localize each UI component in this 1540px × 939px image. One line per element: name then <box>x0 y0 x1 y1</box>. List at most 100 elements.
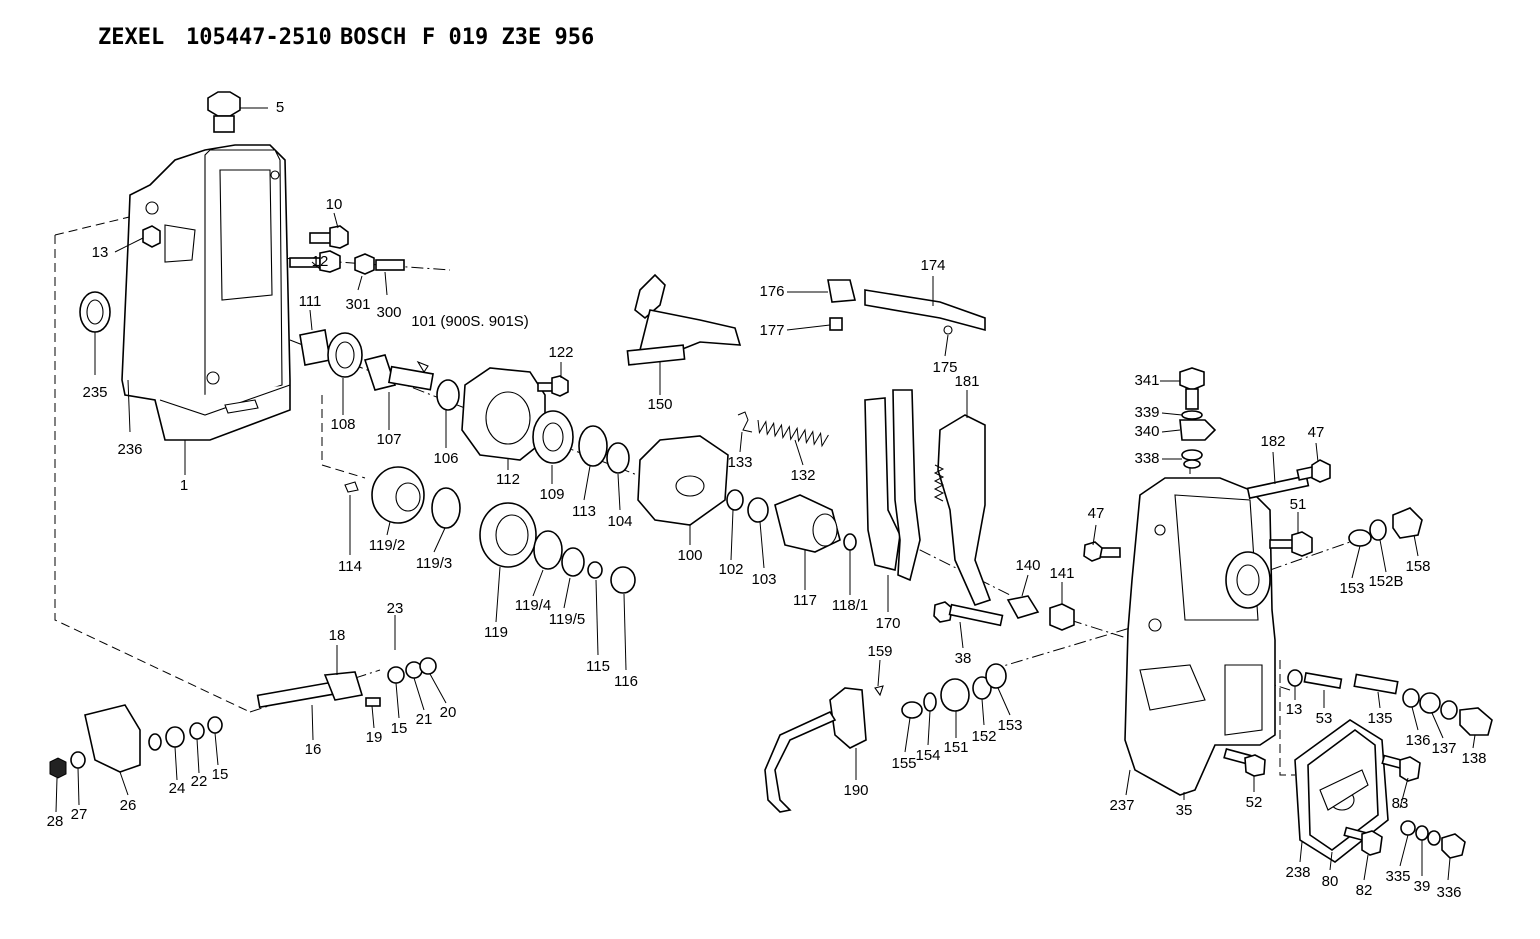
callout-300: 300 <box>376 304 401 321</box>
nut-301 <box>354 253 375 275</box>
callout-109: 109 <box>539 486 564 503</box>
callout-19: 19 <box>366 729 383 746</box>
nut-20 <box>419 657 437 675</box>
callout-51: 51 <box>1290 496 1307 513</box>
callout-119-4: 119/4 <box>515 597 551 614</box>
screw-19 <box>365 697 381 707</box>
lever-181 <box>937 414 992 606</box>
sleeve-117-end <box>812 513 838 547</box>
callout-102: 102 <box>718 561 743 578</box>
pin-182 <box>1246 474 1310 500</box>
lever-shaft-group <box>49 657 437 779</box>
callout-154: 154 <box>915 747 940 764</box>
housing-hole-1 <box>145 201 159 215</box>
lever-150-pin <box>626 344 686 366</box>
seal-235 <box>79 291 111 333</box>
callout-13-right: 13 <box>1286 701 1303 718</box>
callout-137: 137 <box>1431 740 1456 757</box>
callout-108: 108 <box>330 416 355 433</box>
callout-18: 18 <box>329 627 346 644</box>
header-brand: ZEXEL <box>98 25 164 50</box>
callout-170: 170 <box>875 615 900 632</box>
callout-175: 175 <box>932 359 957 376</box>
callout-235: 235 <box>82 384 107 401</box>
callout-133: 133 <box>727 454 752 471</box>
axis-line-lever <box>899 539 1011 596</box>
washer-153-right <box>1348 529 1372 547</box>
pins-bolts-right <box>1083 459 1331 562</box>
callout-155: 155 <box>891 755 916 772</box>
callout-52: 52 <box>1246 794 1263 811</box>
housing-hole-4 <box>270 170 280 180</box>
link-174 <box>864 289 986 332</box>
housing-window <box>219 169 273 301</box>
callout-135: 135 <box>1367 710 1392 727</box>
bolt-51-head <box>1291 531 1313 557</box>
cover-group <box>1294 719 1389 863</box>
header-zexel-number: 105447-2510 <box>186 25 332 50</box>
cap-138 <box>1459 707 1493 736</box>
housing-base <box>159 384 291 416</box>
bolt-52 <box>1223 748 1266 777</box>
seal-235-inner <box>86 299 104 325</box>
housing-bracket <box>164 224 196 263</box>
callout-158: 158 <box>1405 558 1430 575</box>
callout-83: 83 <box>1392 795 1409 812</box>
bolt-341-head <box>1179 367 1205 391</box>
springs-132-133 <box>737 411 829 448</box>
callout-13-left: 13 <box>92 244 109 261</box>
callout-26: 26 <box>120 797 137 814</box>
callout-39: 39 <box>1414 878 1431 895</box>
nut-336 <box>1441 833 1466 859</box>
callout-23: 23 <box>387 600 404 617</box>
ring-152b <box>1369 519 1387 541</box>
bearing-housing-group <box>461 367 630 474</box>
callout-112: 112 <box>496 471 520 488</box>
left-housing <box>121 144 291 441</box>
screw-38-shank <box>948 603 1004 627</box>
lever-26 <box>84 704 141 773</box>
right-housing <box>1124 477 1276 796</box>
lever-170-a <box>864 397 901 571</box>
nut-137 <box>1419 692 1441 714</box>
callout-53: 53 <box>1316 710 1333 727</box>
callout-35: 35 <box>1176 802 1193 819</box>
snap-ring-106 <box>436 379 460 411</box>
plug-hex-head <box>207 91 241 117</box>
nut-28 <box>49 757 67 779</box>
callout-82: 82 <box>1356 882 1373 899</box>
callout-117: 117 <box>793 592 817 609</box>
callout-152: 152 <box>971 728 996 745</box>
flyweight-group <box>637 435 857 553</box>
pin-175 <box>943 325 953 335</box>
lever-18 <box>323 671 364 701</box>
flyweight-100-hub <box>675 475 705 497</box>
sleeve-103 <box>747 497 769 523</box>
callout-100: 100 <box>677 547 702 564</box>
nut-141 <box>1049 603 1075 631</box>
callout-118-1: 118/1 <box>832 597 868 614</box>
nut-13-left-hex <box>142 225 161 248</box>
callout-119: 119 <box>484 624 508 641</box>
callout-341: 341 <box>1134 372 1159 389</box>
spring-140 <box>1006 595 1040 619</box>
washer-27 <box>70 751 86 769</box>
callout-28: 28 <box>47 813 64 830</box>
header-bosch-number: F 019 Z3E 956 <box>422 25 594 50</box>
dash-line-top-left <box>54 211 151 236</box>
washer-335 <box>1400 820 1416 836</box>
ring-113 <box>578 425 608 467</box>
callout-22: 22 <box>191 773 208 790</box>
callout-10: 10 <box>326 196 343 213</box>
bushing-24 <box>165 726 185 748</box>
washer-137b <box>1440 700 1458 720</box>
callout-177: 177 <box>759 322 784 339</box>
governor-119-2-bore <box>395 482 421 512</box>
bolt-341-shank <box>1185 388 1199 410</box>
screw-300 <box>375 259 405 271</box>
callout-114: 114 <box>338 558 362 575</box>
callout-152b: 152B <box>1368 573 1403 590</box>
callout-103: 103 <box>751 571 776 588</box>
callout-141: 141 <box>1049 565 1074 582</box>
bolt-47-head-right <box>1311 459 1331 483</box>
